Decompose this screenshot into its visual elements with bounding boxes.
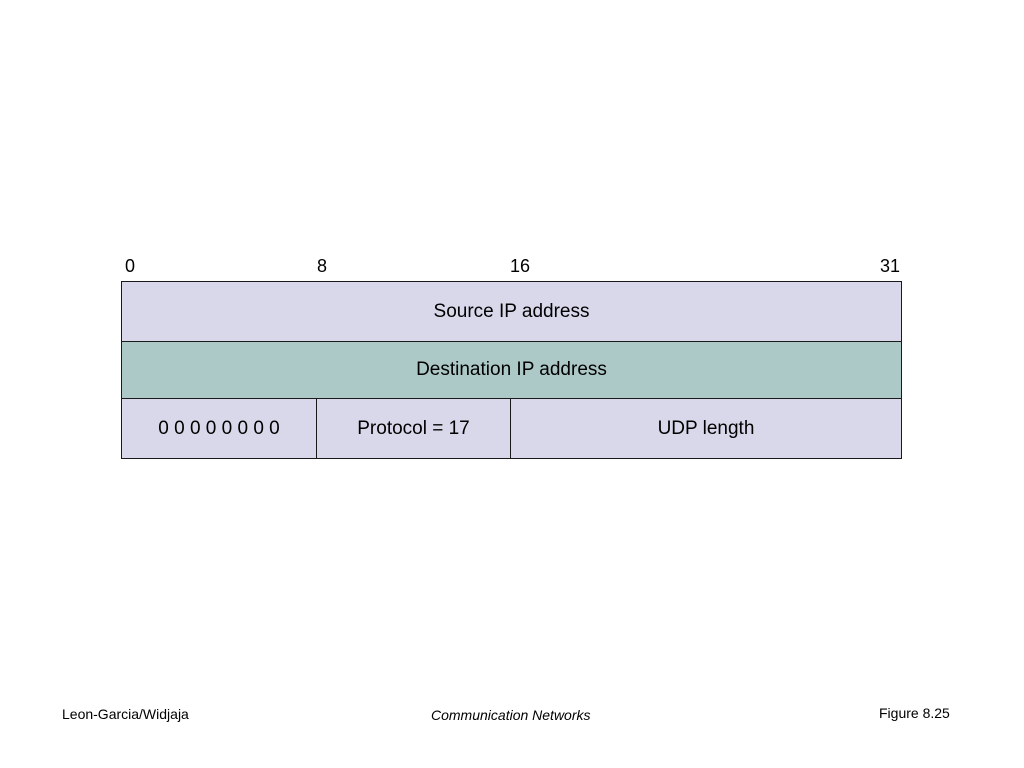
footer-book-title: Communication Networks (431, 707, 591, 723)
udp-pseudo-header: Source IP address Destination IP address… (121, 281, 902, 459)
bit-label-31: 31 (880, 256, 901, 276)
protocol-field: Protocol = 17 (316, 399, 510, 458)
udp-length-field: UDP length (510, 399, 901, 458)
source-ip-row: Source IP address (122, 282, 901, 341)
protocol-length-row: 0 0 0 0 0 0 0 0 Protocol = 17 UDP length (122, 398, 901, 458)
destination-ip-field: Destination IP address (416, 359, 607, 380)
footer-figure-number: Figure 8.25 (879, 705, 950, 721)
source-ip-field: Source IP address (433, 300, 590, 322)
zero-padding-field: 0 0 0 0 0 0 0 0 (158, 417, 280, 439)
footer-authors: Leon-Garcia/Widjaja (62, 706, 189, 722)
bit-label-16: 16 (510, 256, 531, 276)
bit-label-8: 8 (317, 256, 328, 276)
destination-ip-row: Destination IP address (122, 341, 901, 398)
bit-label-0: 0 (125, 256, 136, 276)
